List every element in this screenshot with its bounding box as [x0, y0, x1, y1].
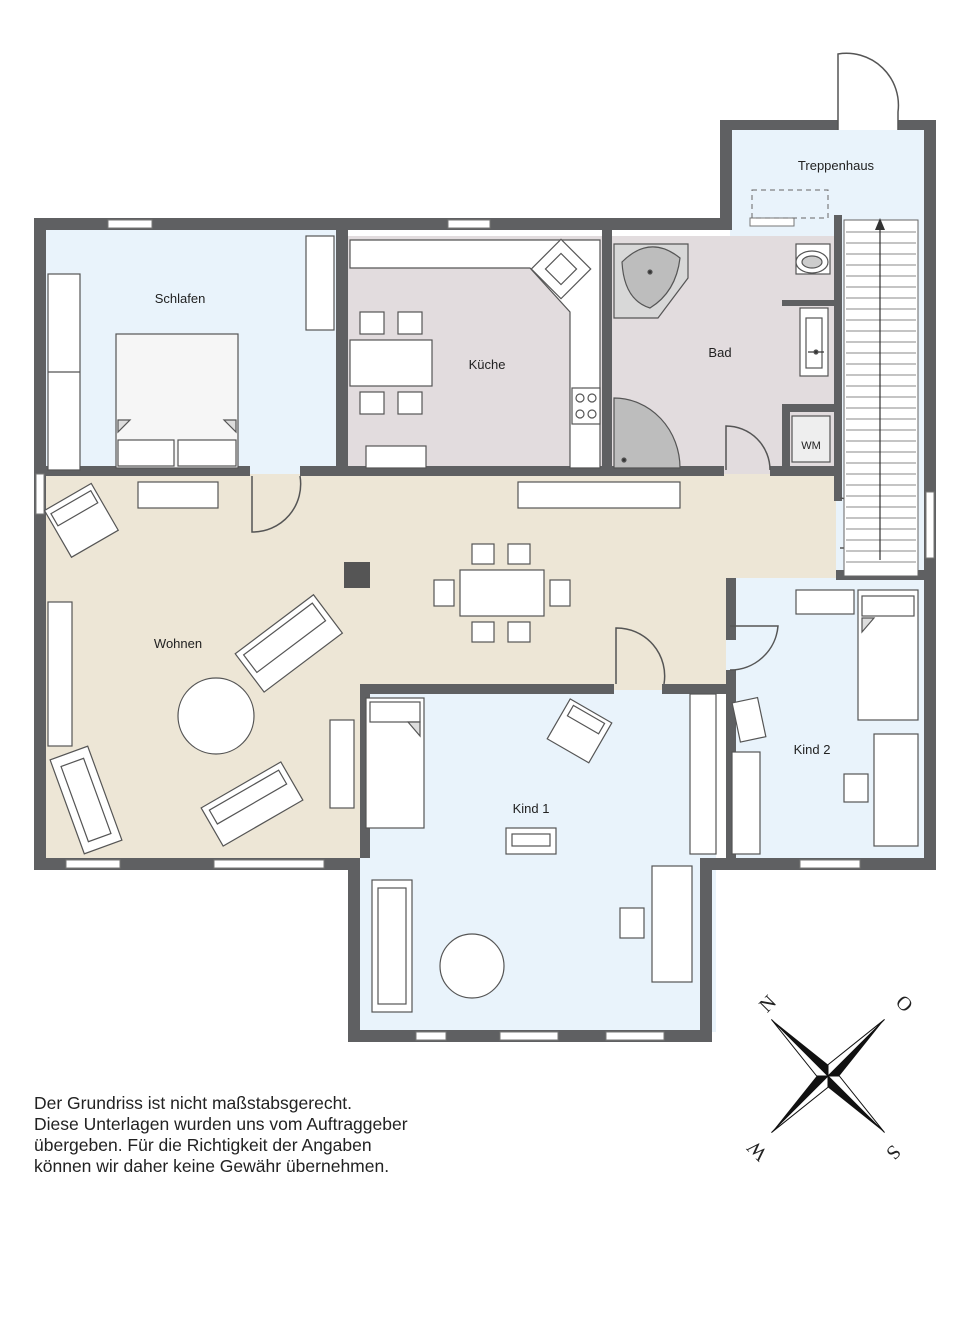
armchair-corner: [43, 482, 120, 559]
disclaimer: Der Grundriss ist nicht maßstabsgerecht.…: [34, 1093, 504, 1177]
compass-north: N: [755, 991, 781, 1017]
sofa-left: [371, 879, 413, 1013]
bed: [365, 697, 425, 829]
disclaimer-line: können wir daher keine Gewähr übernehmen…: [34, 1156, 390, 1176]
windows: [35, 217, 935, 1041]
staircase: [751, 189, 919, 577]
armchair: [546, 698, 613, 764]
room-labels: Treppenhaus Schlafen Küche Bad Wohnen Ki…: [154, 158, 875, 816]
round-table: [439, 933, 505, 999]
kind2-furniture: [731, 589, 919, 855]
shower: [613, 397, 681, 469]
disclaimer-line: Der Grundriss ist nicht maßstabsgerecht.: [34, 1093, 353, 1113]
stove: [571, 387, 601, 425]
wardrobe: [689, 693, 717, 855]
bad-furniture: [613, 243, 831, 469]
sofa: [234, 593, 344, 693]
kueche-furniture: [349, 238, 601, 469]
desk: [651, 865, 693, 983]
washing-machine-label: WM: [801, 440, 821, 452]
disclaimer-line: übergeben. Für die Richtigkeit der Angab…: [34, 1135, 372, 1155]
schlafen-furniture: [47, 235, 335, 471]
compass-west: W: [743, 1136, 772, 1165]
washbasin: [799, 307, 829, 377]
tv-bench: [49, 745, 123, 855]
sideboard-right: [329, 719, 355, 809]
stool: [731, 696, 767, 743]
coffee-table: [177, 677, 255, 755]
compass-rose: N O S W: [743, 991, 917, 1165]
sink: [530, 238, 592, 300]
room-label-schlafen: Schlafen: [155, 291, 206, 306]
room-label-wohnen: Wohnen: [154, 636, 202, 651]
shelf: [795, 589, 855, 615]
room-label-treppenhaus: Treppenhaus: [798, 158, 875, 173]
wohnen-furniture: [43, 481, 681, 855]
room-label-kueche: Küche: [469, 357, 506, 372]
room-label-kind1: Kind 1: [513, 801, 550, 816]
dining-table: [349, 339, 433, 387]
small-table: [505, 827, 557, 855]
wardrobe: [731, 751, 761, 855]
bed: [857, 589, 919, 721]
desk: [873, 733, 919, 847]
pillar: [344, 562, 370, 588]
desk-chair: [843, 773, 869, 803]
shelf: [305, 235, 335, 331]
compass-east: O: [891, 991, 917, 1017]
dining-table-wohnen: [459, 569, 545, 617]
sideboard: [365, 445, 427, 469]
wohnen-floor: [44, 474, 836, 860]
disclaimer-line: Diese Unterlagen wurden uns vom Auftragg…: [34, 1114, 408, 1134]
washing-machine: [791, 415, 831, 463]
compass-south: S: [881, 1140, 904, 1163]
kind1-furniture: [365, 693, 717, 1013]
desk-chair: [619, 907, 645, 939]
room-label-kind2: Kind 2: [794, 742, 831, 757]
room-label-bad: Bad: [708, 345, 731, 360]
sideboard-left: [47, 601, 73, 747]
